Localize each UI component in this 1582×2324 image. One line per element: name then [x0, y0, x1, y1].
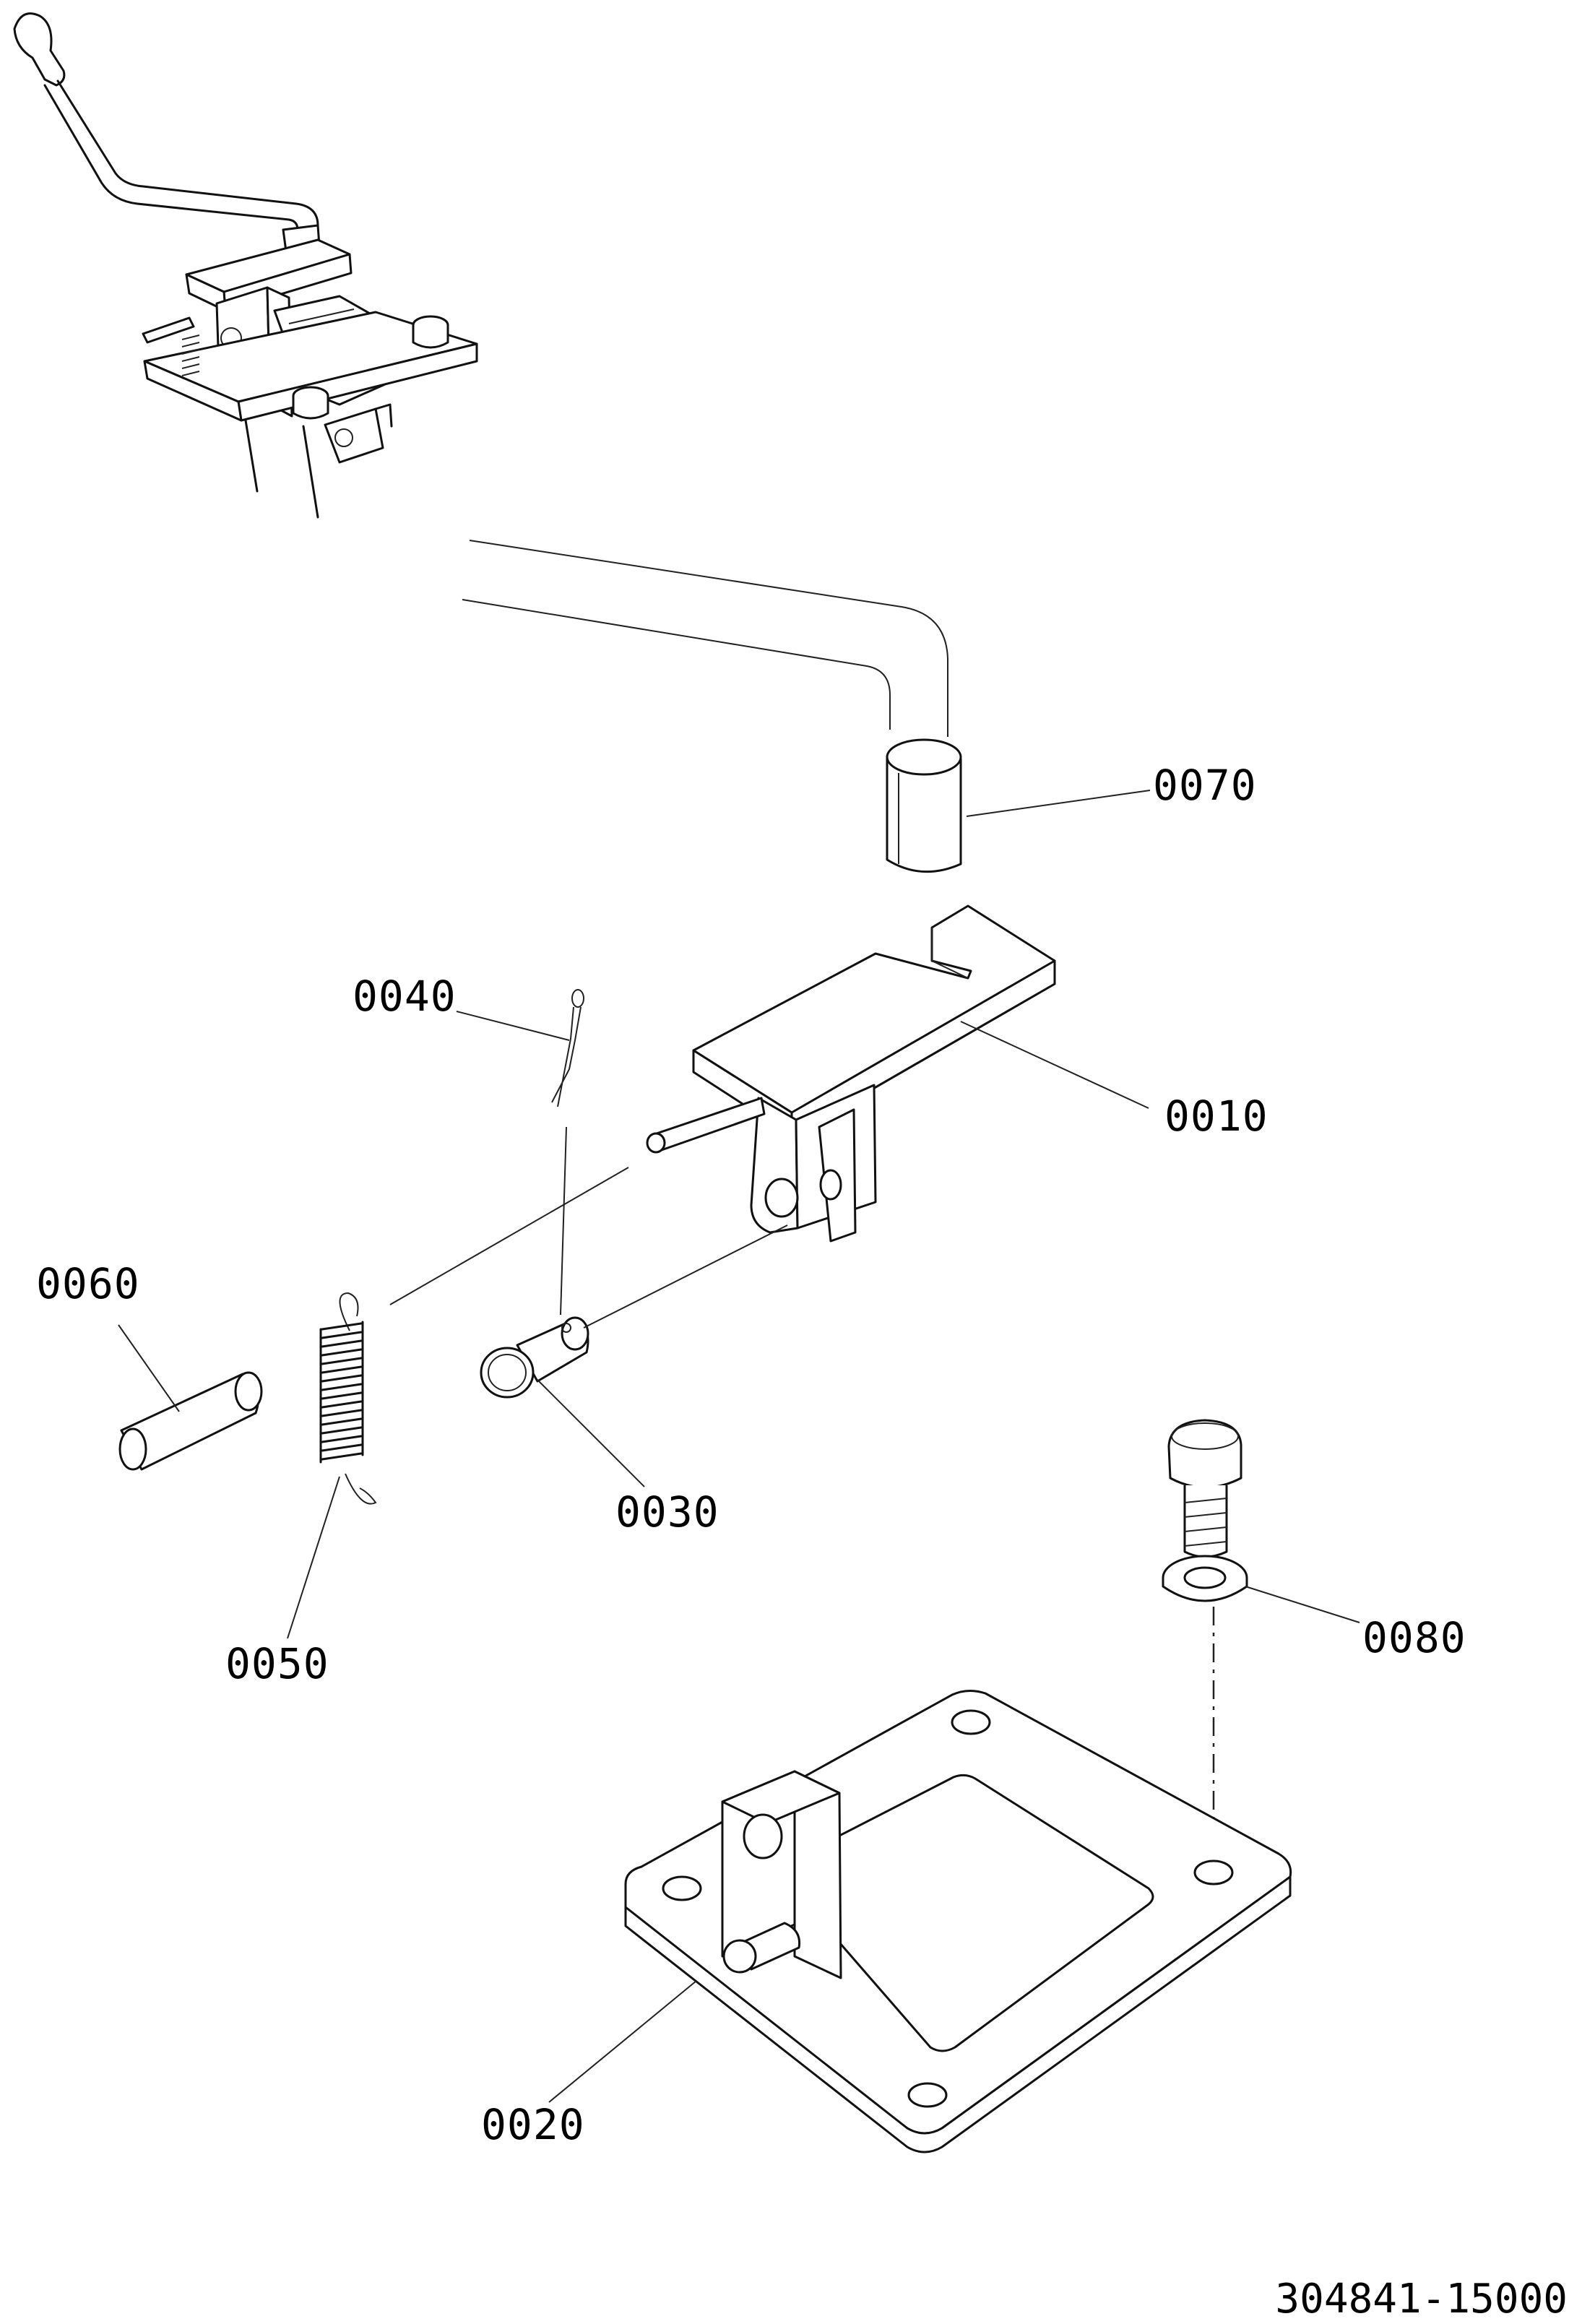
- shift-lever-assembly: [13, 12, 478, 519]
- part-label-0040: 0040: [353, 972, 457, 1021]
- part-label-0030: 0030: [615, 1487, 719, 1537]
- part-label-0020: 0020: [481, 2100, 585, 2149]
- part-label-0070: 0070: [1153, 761, 1257, 810]
- part-0070-sleeve: [886, 738, 962, 873]
- leader-0050: [287, 1476, 340, 1639]
- part-0060-roller-pin: [118, 1371, 263, 1471]
- leader-0020: [548, 1980, 697, 2103]
- part-label-0010: 0010: [1164, 1092, 1268, 1141]
- leader-0070: [966, 790, 1151, 817]
- part-0030-clevis-pin: [480, 1316, 589, 1399]
- leader-0080: [1245, 1586, 1360, 1623]
- part-label-0060: 0060: [36, 1259, 140, 1308]
- part-0020-base-plate: [624, 1690, 1292, 2154]
- part-label-0080: 0080: [1362, 1613, 1466, 1662]
- leader-0040: [456, 1011, 570, 1041]
- part-0080-bolt-washer: [1162, 1419, 1248, 1602]
- assembly-line-spring: [389, 1167, 629, 1305]
- leader-0010: [960, 1021, 1149, 1109]
- part-0040-cotter-pin: [551, 989, 584, 1107]
- part-0010-bracket: [646, 904, 1056, 1243]
- part-0050-spring: [319, 1292, 377, 1505]
- guide-rod: [462, 540, 948, 737]
- leader-0030: [537, 1379, 645, 1487]
- leader-0060: [118, 1324, 180, 1412]
- assembly-line-clevis-pin: [583, 1224, 788, 1329]
- drawing-number: 304841-15000: [1275, 2276, 1568, 2323]
- part-label-0050: 0050: [225, 1639, 329, 1688]
- assembly-line-cotter: [560, 1126, 567, 1316]
